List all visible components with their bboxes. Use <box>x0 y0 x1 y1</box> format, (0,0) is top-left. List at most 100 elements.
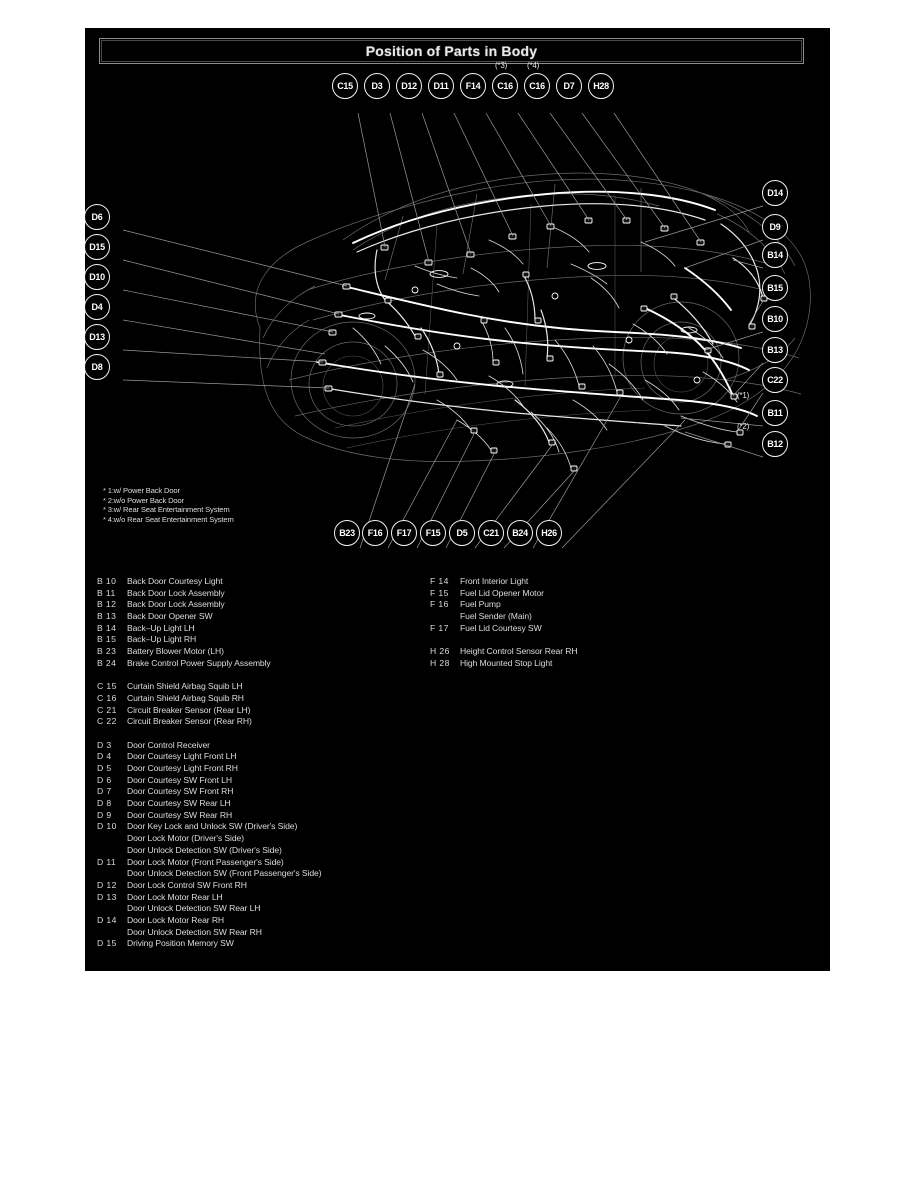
callout-bubble-b12-right-8[interactable]: B12 <box>762 431 788 457</box>
legend-description: Door Key Lock and Unlock SW (Driver's Si… <box>127 821 298 832</box>
legend-description: Battery Blower Motor (LH) <box>127 646 224 657</box>
callout-bubble-d8-left-5[interactable]: D8 <box>85 354 110 380</box>
callout-bubble-c22-right-6[interactable]: C22 <box>762 367 788 393</box>
legend-row: C 16 Curtain Shield Airbag Squib RH <box>97 693 321 705</box>
legend-description: Door Lock Motor (Front Passenger's Side) <box>127 856 284 867</box>
legend-description: Door Unlock Detection SW Rear LH <box>127 903 261 914</box>
legend-code: B 13 <box>97 611 117 622</box>
page-title: Position of Parts in Body <box>365 43 538 59</box>
callout-bubble-d12-top-2[interactable]: D12 <box>396 73 422 99</box>
callout-bubble-c15-top-0[interactable]: C15 <box>332 73 358 99</box>
footnote-1: * 1:w/ Power Back Door <box>103 486 180 495</box>
callout-bubble-h26-bottom-7[interactable]: H26 <box>536 520 562 546</box>
legend-code: B 14 <box>97 622 117 633</box>
legend-description: Curtain Shield Airbag Squib LH <box>127 681 243 692</box>
legend-row: Door Lock Motor (Driver's Side) <box>97 833 321 845</box>
callout-bubble-d4-left-3[interactable]: D4 <box>85 294 110 320</box>
legend-code: B 10 <box>97 576 117 586</box>
callout-bubble-d6-left-0[interactable]: D6 <box>85 204 110 230</box>
legend-description: Back Door Lock Assembly <box>127 599 225 610</box>
callout-bubble-d9-right-1[interactable]: D9 <box>762 214 788 240</box>
callout-bubble-d11-top-3[interactable]: D11 <box>428 73 454 99</box>
legend-row: Door Unlock Detection SW (Front Passenge… <box>97 868 322 880</box>
legend-row: Door Unlock Detection SW Rear RH <box>97 927 321 939</box>
leader-lines-right <box>644 205 764 458</box>
legend-description: Fuel Sender (Main) <box>460 611 532 622</box>
legend-spacer <box>430 634 577 646</box>
legend-code <box>97 845 127 857</box>
footnote-2: * 2:w/o Power Back Door <box>103 495 184 505</box>
footnote-block: * 1:w/ Power Back Door * 2:w/o Power Bac… <box>103 486 234 524</box>
callout-bubble-c21-bottom-5[interactable]: C21 <box>478 520 504 546</box>
callout-footnote-marker-top-6: (*4) <box>527 61 540 70</box>
callout-bubble-d15-left-1[interactable]: D15 <box>85 234 110 260</box>
legend-description: Door Unlock Detection SW (Driver's Side) <box>127 844 282 855</box>
callout-bubble-f17-bottom-2[interactable]: F17 <box>391 520 417 546</box>
callout-bubble-d10-left-2[interactable]: D10 <box>85 264 110 290</box>
callout-bubble-c16-top-5[interactable]: C16 <box>492 73 518 99</box>
legend-description: Curtain Shield Airbag Squib RH <box>127 692 244 703</box>
legend-row: Door Unlock Detection SW (Driver's Side) <box>97 845 321 857</box>
legend-code: D 4 <box>97 751 112 762</box>
legend-spacer <box>97 728 321 740</box>
legend-description: Door Unlock Detection SW (Front Passenge… <box>127 868 322 879</box>
callout-bubble-b11-right-7[interactable]: B11 <box>762 400 788 426</box>
legend-code: B 11 <box>97 587 116 598</box>
legend-code: D 15 <box>97 938 117 949</box>
legend-description: Door Lock Motor Rear LH <box>127 891 223 902</box>
callout-bubble-d5-bottom-4[interactable]: D5 <box>449 520 475 546</box>
callout-bubble-b14-right-2[interactable]: B14 <box>762 242 788 268</box>
leader-lines-left <box>122 229 348 389</box>
callout-bubble-d14-right-0[interactable]: D14 <box>762 180 788 206</box>
connector-symbols <box>318 217 768 472</box>
callout-bubble-f15-bottom-3[interactable]: F15 <box>420 520 446 546</box>
title-bar: Position of Parts in Body <box>99 38 804 64</box>
legend-code: B 12 <box>97 599 117 610</box>
callout-bubble-b13-right-5[interactable]: B13 <box>762 337 788 363</box>
callout-footnote-marker-top-5: (*3) <box>495 61 508 70</box>
callout-footnote-marker-right-7: (*1) <box>737 391 750 400</box>
legend-description: Back Door Opener SW <box>127 611 213 622</box>
legend-code: C 16 <box>97 692 117 703</box>
legend-row: D 9 Door Courtesy SW Rear RH <box>97 810 321 822</box>
legend-description: Door Courtesy SW Rear RH <box>127 809 233 820</box>
legend-code: D 10 <box>97 821 117 832</box>
callout-bubble-h28-top-8[interactable]: H28 <box>588 73 614 99</box>
legend-code: D 14 <box>97 914 117 925</box>
legend-description: Back Door Lock Assembly <box>127 587 225 598</box>
legend-code: D 9 <box>97 809 112 820</box>
callout-bubble-f16-bottom-1[interactable]: F16 <box>362 520 388 546</box>
callout-bubble-d13-left-4[interactable]: D13 <box>85 324 110 350</box>
callout-bubble-b24-bottom-6[interactable]: B24 <box>507 520 533 546</box>
legend-code: C 22 <box>97 716 117 727</box>
legend-description: Door Unlock Detection SW Rear RH <box>127 926 262 937</box>
legend-spacer <box>97 670 321 682</box>
legend-code: B 15 <box>97 634 117 645</box>
callout-bubble-f14-top-4[interactable]: F14 <box>460 73 486 99</box>
callout-bubble-b23-bottom-0[interactable]: B23 <box>334 520 360 546</box>
callout-bubble-d3-top-1[interactable]: D3 <box>364 73 390 99</box>
legend-description: Door Lock Control SW Front RH <box>127 879 247 890</box>
callout-bubble-b10-right-4[interactable]: B10 <box>762 306 788 332</box>
vehicle-body-outline <box>255 172 811 462</box>
callout-bubble-b15-right-3[interactable]: B15 <box>762 275 788 301</box>
callout-bubble-d7-top-7[interactable]: D7 <box>556 73 582 99</box>
legend-description: Door Courtesy Light Front RH <box>127 763 238 773</box>
callout-bubble-c16-top-6[interactable]: C16 <box>524 73 550 99</box>
